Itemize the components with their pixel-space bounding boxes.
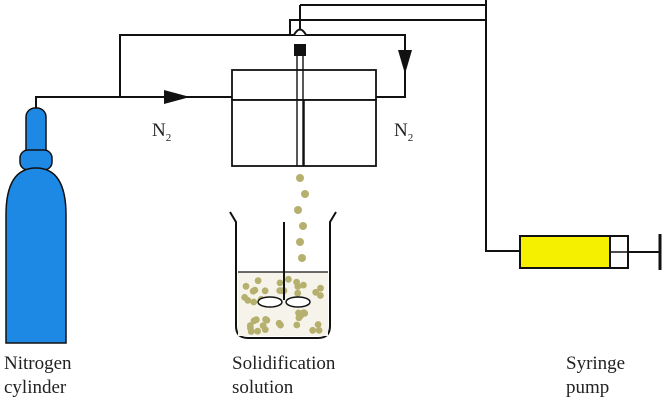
bead — [300, 281, 307, 289]
flow-arrow-down — [398, 50, 412, 74]
label-nitrogen-cylinder: Nitrogen cylinder — [4, 352, 72, 400]
line-crossover — [293, 28, 307, 36]
cylinder-body — [5, 167, 67, 344]
bead — [261, 287, 269, 295]
bead — [247, 328, 255, 335]
falling-droplets — [294, 174, 309, 262]
syringe — [519, 234, 662, 270]
label-solidification-line1: Solidification — [232, 353, 336, 374]
bead — [277, 321, 284, 329]
bead — [314, 321, 322, 328]
droplet — [296, 174, 304, 182]
bead — [250, 298, 258, 306]
beaker-outline — [229, 211, 337, 339]
cylinder-neck — [19, 149, 53, 171]
bead — [276, 279, 284, 287]
bead — [312, 288, 320, 296]
droplet — [294, 206, 302, 214]
label-syringe-pump: Syringe pump — [566, 352, 625, 400]
label-syringe-line1: Syringe — [566, 353, 626, 374]
label-solidification-solution: Solidification solution — [232, 352, 335, 400]
droplet — [296, 238, 304, 246]
bead — [285, 275, 292, 283]
needle-holder — [294, 44, 306, 56]
bead — [254, 327, 261, 335]
bead — [297, 312, 304, 320]
bead — [254, 277, 262, 285]
label-nitrogen-line2: cylinder — [4, 377, 67, 398]
gas-right-symbol: N — [394, 120, 408, 141]
bead — [294, 283, 302, 290]
bead — [261, 326, 269, 333]
gas-line-bypass — [119, 34, 406, 98]
label-nitrogen-line1: Nitrogen — [4, 353, 72, 374]
gas-right-subscript: 2 — [407, 131, 414, 144]
stirrer — [257, 222, 311, 308]
gas-left-subscript: 2 — [165, 131, 172, 144]
droplet — [299, 222, 307, 230]
bead — [242, 282, 250, 290]
chamber-lid — [231, 69, 377, 101]
bead — [241, 294, 249, 301]
gas-label-left: N2 — [152, 120, 171, 144]
stirrer-blade-left — [257, 296, 283, 308]
stirrer-blade-right — [285, 296, 311, 308]
droplet — [298, 254, 306, 262]
syringe-barrel — [519, 235, 611, 269]
bead — [262, 316, 269, 323]
droplet — [301, 190, 309, 198]
syringe-feed-line-lower — [485, 0, 520, 252]
bead — [293, 321, 301, 329]
label-syringe-line2: pump — [566, 377, 610, 398]
nitrogen-cylinder — [5, 107, 67, 344]
bead — [315, 327, 323, 334]
bead — [317, 284, 324, 292]
label-solidification-line2: solution — [232, 377, 294, 398]
bead — [251, 286, 259, 294]
gas-left-symbol: N — [152, 120, 166, 141]
flow-arrow-right — [164, 90, 190, 104]
bead — [294, 289, 302, 297]
gas-label-right: N2 — [394, 120, 413, 144]
chamber — [231, 44, 377, 167]
gas-line-main — [35, 96, 232, 108]
bead — [309, 326, 317, 334]
bead — [250, 317, 258, 325]
